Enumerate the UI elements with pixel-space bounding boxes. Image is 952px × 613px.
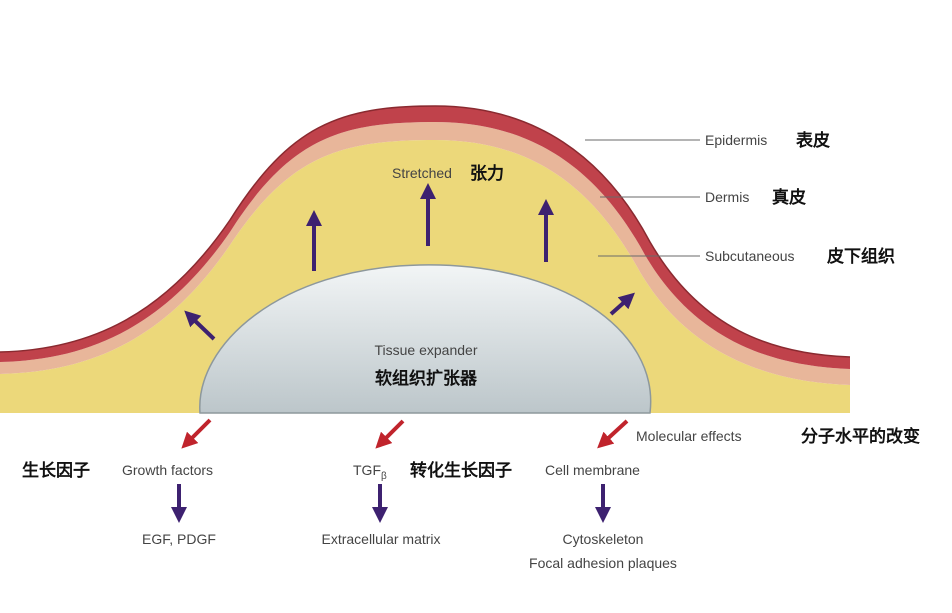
label-result-ecm: Extracellular matrix bbox=[321, 531, 440, 547]
effect-arrow bbox=[375, 419, 405, 449]
label-tgf-zh: 转化生长因子 bbox=[410, 460, 512, 481]
label-expander-en: Tissue expander bbox=[375, 342, 478, 358]
label-expander-zh: 软组织扩张器 bbox=[375, 368, 478, 389]
label-growth-factors-en: Growth factors bbox=[122, 462, 213, 478]
label-result-egf: EGF, PDGF bbox=[142, 531, 216, 547]
effect-arrow bbox=[597, 419, 629, 449]
dermis-layer bbox=[0, 122, 850, 385]
label-tgf-en: TGFβ bbox=[353, 462, 387, 482]
effect-arrow bbox=[181, 418, 212, 449]
label-dermis-en: Dermis bbox=[705, 189, 749, 205]
label-cell-membrane-en: Cell membrane bbox=[545, 462, 640, 478]
label-subcutaneous-zh: 皮下组织 bbox=[827, 246, 895, 267]
tissue-expander bbox=[199, 264, 652, 414]
label-molecular-en: Molecular effects bbox=[636, 428, 742, 444]
label-subcutaneous-en: Subcutaneous bbox=[705, 248, 795, 264]
label-dermis-zh: 真皮 bbox=[772, 187, 806, 208]
label-result-cytoskeleton: Cytoskeleton bbox=[563, 531, 644, 547]
label-stretched-zh: 张力 bbox=[470, 163, 504, 184]
label-epidermis-en: Epidermis bbox=[705, 132, 767, 148]
label-epidermis-zh: 表皮 bbox=[796, 130, 830, 151]
label-result-focal-adhesion: Focal adhesion plaques bbox=[529, 555, 677, 571]
stretch-arrow bbox=[184, 310, 216, 341]
label-stretched-en: Stretched bbox=[392, 165, 452, 181]
label-growth-factors-zh: 生长因子 bbox=[22, 460, 90, 481]
label-molecular-zh: 分子水平的改变 bbox=[801, 426, 920, 447]
stretch-arrow bbox=[609, 292, 635, 316]
